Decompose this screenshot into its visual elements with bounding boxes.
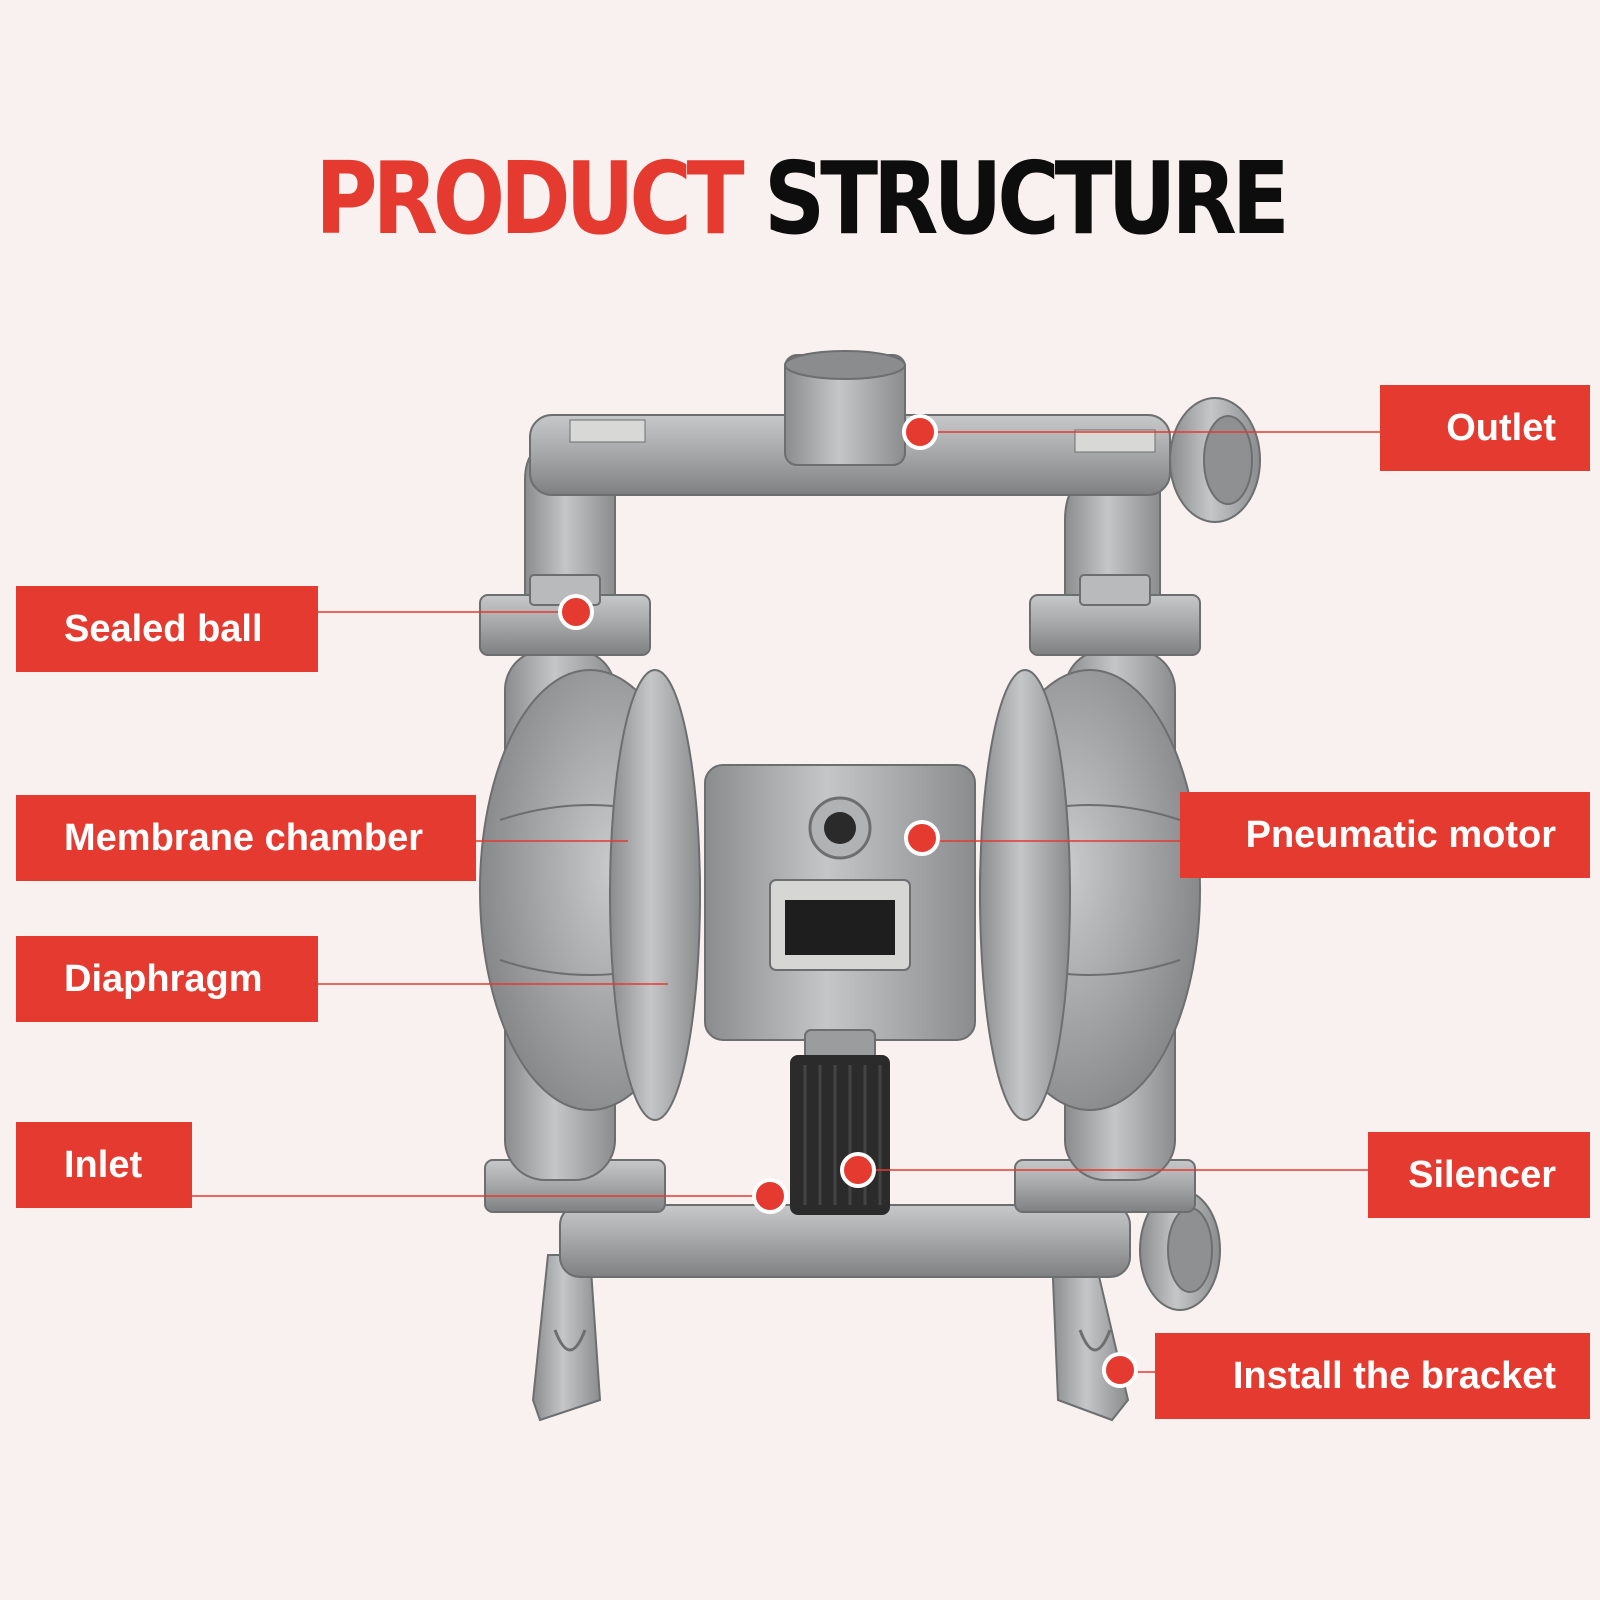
- label-silencer: Silencer: [1368, 1132, 1590, 1218]
- label-install-bracket: Install the bracket: [1155, 1333, 1590, 1419]
- label-sealed-ball: Sealed ball: [16, 586, 318, 672]
- callout-lines: [192, 431, 1380, 1373]
- install-bracket-marker: [1102, 1352, 1138, 1388]
- label-inlet: Inlet: [16, 1122, 192, 1208]
- title-red-word: PRODUCT: [315, 140, 744, 257]
- silencer-marker: [840, 1152, 876, 1188]
- inlet-marker: [752, 1178, 788, 1214]
- pneumatic-motor-marker: [904, 820, 940, 856]
- label-outlet: Outlet: [1380, 385, 1590, 471]
- sealed-ball-marker: [558, 594, 594, 630]
- label-diaphragm: Diaphragm: [16, 936, 318, 1022]
- label-pneumatic-motor: Pneumatic motor: [1180, 792, 1590, 878]
- label-membrane-chamber: Membrane chamber: [16, 795, 476, 881]
- outlet-marker: [902, 414, 938, 450]
- page-title: PRODUCT STRUCTURE: [120, 140, 1480, 257]
- title-black-word: STRUCTURE: [764, 140, 1290, 257]
- pump-body: [479, 350, 1261, 1422]
